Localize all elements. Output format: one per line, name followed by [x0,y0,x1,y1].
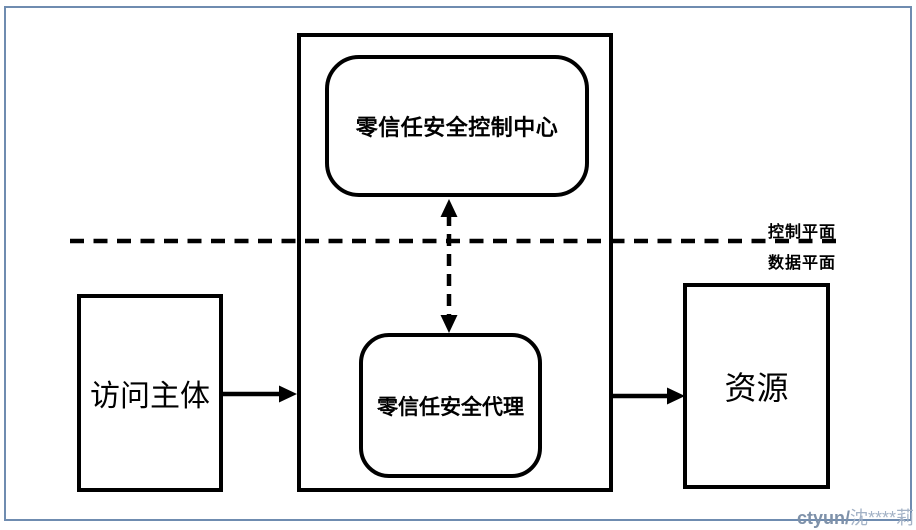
control-plane-label: 控制平面 [768,224,837,241]
control-center-label: 零信任安全控制中心 [355,115,559,140]
watermark-name: 沈****莉 [849,508,914,528]
resource-box: 资源 [683,283,830,489]
resource-label: 资源 [724,370,789,406]
subject-box: 访问主体 [77,294,223,492]
agent-box: 零信任安全代理 [359,333,542,478]
watermark: ctyun/沈****莉 [797,506,914,530]
data-plane-label: 数据平面 [768,255,837,272]
watermark-prefix: ctyun/ [796,508,850,528]
agent-label: 零信任安全代理 [377,395,524,419]
subject-label: 访问主体 [90,380,210,413]
control-center-box: 零信任安全控制中心 [325,55,589,197]
page-border [4,6,912,521]
